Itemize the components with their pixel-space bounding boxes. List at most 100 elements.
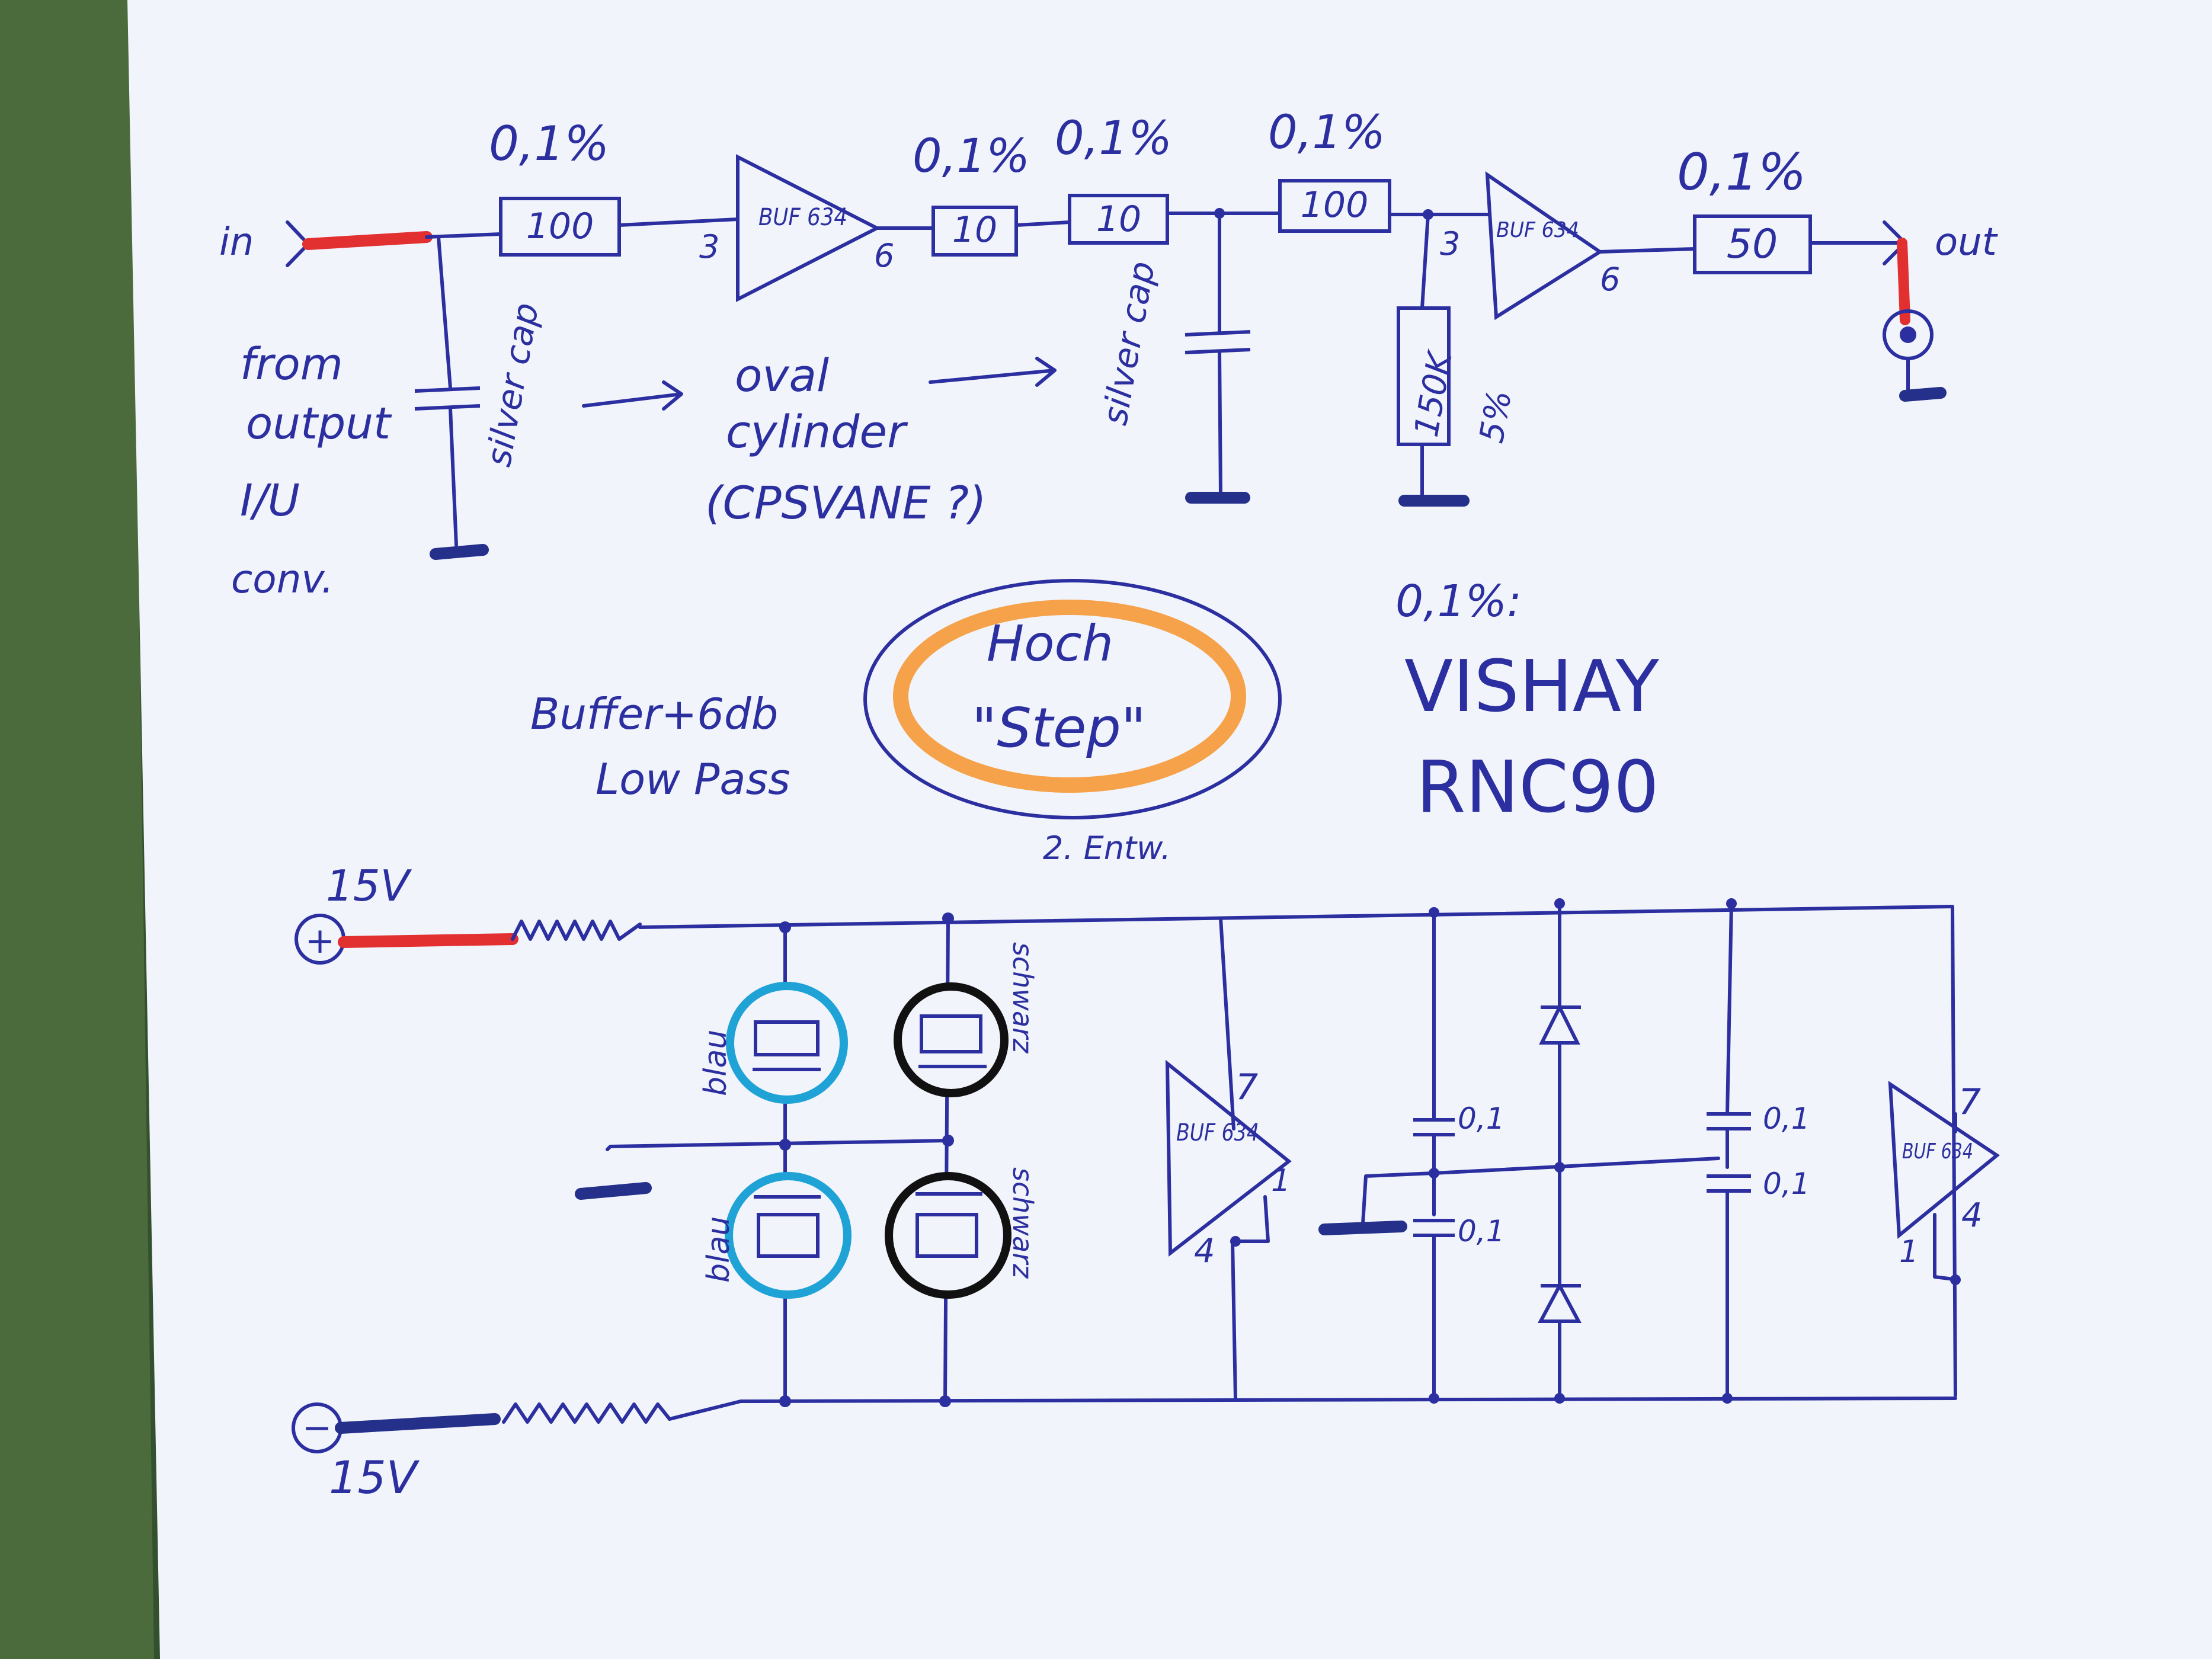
cap-b-value: 0,1 <box>1458 1214 1505 1248</box>
plus-red-marker <box>338 933 518 948</box>
input-red-marker <box>302 231 433 250</box>
r4-value: 100 <box>1301 184 1369 226</box>
ground-caps <box>575 1182 652 1200</box>
arrow-silver-to-oval <box>582 380 683 411</box>
outer-ink-ellipse <box>863 579 1282 819</box>
buffer-right-pin4: 4 <box>1961 1196 1983 1235</box>
junction-decoupling-ground <box>1429 1168 1439 1178</box>
junction-cap-c-top <box>1726 898 1737 909</box>
r1-value: 100 <box>526 206 594 247</box>
note-cpsvane: (CPSVANE ?) <box>705 476 987 529</box>
diode-top <box>1539 1003 1580 1045</box>
minus-rail <box>668 1397 1957 1421</box>
cap1-plate-bottom <box>414 404 481 411</box>
plus-rail <box>638 905 1957 1397</box>
minus-sign: − <box>302 1407 332 1449</box>
buffer-left-label: BUF 634 <box>1176 1119 1259 1146</box>
junction-black-bottom <box>939 1395 951 1407</box>
junction-cap-ground-1 <box>779 1139 791 1151</box>
ground-cap1 <box>430 544 489 560</box>
junction-buf-left <box>1230 1236 1241 1247</box>
buffer-right-label: BUF 634 <box>1902 1139 1973 1164</box>
black-cap-bottom-body <box>915 1213 978 1258</box>
junction-blue-bottom <box>779 1395 791 1407</box>
note-output: output <box>246 398 392 449</box>
cap-c-value: 0,1 <box>1763 1101 1810 1136</box>
diode-bottom <box>1538 1282 1582 1323</box>
wire-shunt-top <box>1420 213 1430 310</box>
r4-tolerance: 0,1% <box>1268 106 1385 159</box>
output-red-marker <box>1897 238 1910 325</box>
resistor-r3 <box>1068 194 1169 245</box>
paper-sheet <box>127 0 2212 1659</box>
r5-value: 50 <box>1727 221 1778 268</box>
black-cap-top <box>894 982 1009 1097</box>
plus-sign: + <box>305 920 335 962</box>
note-buffer: Buffer+6db <box>530 689 778 739</box>
wire-cap-ground <box>606 1139 950 1151</box>
wire-r1-buf1 <box>617 217 740 227</box>
black-cap-top-body <box>920 1014 982 1053</box>
orange-highlight-ellipse <box>893 600 1246 793</box>
wire-buf2-r5 <box>1598 247 1696 254</box>
black-cap-bottom <box>885 1172 1011 1299</box>
junction-diode-top <box>1554 898 1565 909</box>
r3-tolerance: 0,1% <box>1055 112 1172 165</box>
shunt-tolerance: 5% <box>1472 387 1519 446</box>
buffer-1-label: BUF 634 <box>758 204 847 231</box>
buffer-left <box>1165 1059 1292 1257</box>
note-step: "Step" <box>972 696 1146 760</box>
buffer-right-pin7: 7 <box>1958 1081 1981 1123</box>
note-entw: 2. Entw. <box>1043 830 1171 867</box>
wire-cap1-bottom <box>449 407 458 547</box>
arrow-oval-to-silver <box>929 357 1057 387</box>
r3-value: 10 <box>1096 198 1141 240</box>
wire-cap-c-top <box>1726 902 1733 1116</box>
note-cylinder: cylinder <box>726 405 908 458</box>
junction-buf-right <box>1950 1274 1961 1285</box>
cap-d-value: 0,1 <box>1763 1167 1810 1201</box>
buffer-2-pin6: 6 <box>1600 261 1620 298</box>
blue-cap-top <box>726 982 848 1104</box>
in-label: in <box>219 220 254 264</box>
note-rnc90: RNC90 <box>1416 747 1659 829</box>
junction-cap-a-top <box>1429 907 1439 918</box>
buffer-left-pin7: 7 <box>1235 1066 1258 1108</box>
junction-cap-b-bottom <box>1429 1393 1439 1404</box>
buffer-left-pin1: 1 <box>1271 1163 1291 1199</box>
r2-tolerance: 0,1% <box>913 130 1030 183</box>
r2-value: 10 <box>952 209 997 251</box>
buffer-2-label: BUF 634 <box>1496 218 1579 242</box>
junction-black-top <box>942 912 954 924</box>
note-iu: I/U <box>240 475 300 526</box>
plus-inductor <box>511 920 642 941</box>
cap1-plate-top <box>414 386 481 393</box>
blau-label-1: blau <box>698 1030 734 1096</box>
r5-tolerance: 0,1% <box>1677 143 1807 202</box>
cap-a-value: 0,1 <box>1458 1101 1505 1136</box>
note-oval: oval <box>735 349 829 402</box>
buffer-1 <box>736 154 881 302</box>
buffer-1-pin6: 6 <box>874 237 894 274</box>
wire-buf-left-pin7 <box>1219 917 1235 1130</box>
wire-cap1-top <box>437 235 452 390</box>
cap2-plate-top <box>1185 330 1251 337</box>
blau-label-2: blau <box>701 1216 737 1283</box>
buffer-1-pin3: 3 <box>699 228 719 265</box>
note-from: from <box>240 339 343 390</box>
wire-buf-left-pin4 <box>1231 1240 1237 1400</box>
ground-jack <box>1899 387 1947 402</box>
junction-diode-mid <box>1554 1162 1565 1173</box>
note-hoch: Hoch <box>987 614 1113 672</box>
schwarz-label-2: schwarz <box>1007 1167 1039 1279</box>
fabric-fold <box>0 0 154 1659</box>
ground-decoupling <box>1318 1221 1407 1235</box>
wire-r2-r3 <box>1014 220 1071 227</box>
resistor-r2 <box>931 206 1018 257</box>
wire-buf-left-pin1 <box>1234 1195 1270 1243</box>
resistor-r4 <box>1278 179 1391 233</box>
minus-voltage: 15V <box>329 1451 420 1504</box>
junction-cap-ground-2 <box>942 1135 954 1146</box>
minus-inductor <box>502 1402 671 1424</box>
schwarz-label-1: schwarz <box>1007 942 1039 1053</box>
